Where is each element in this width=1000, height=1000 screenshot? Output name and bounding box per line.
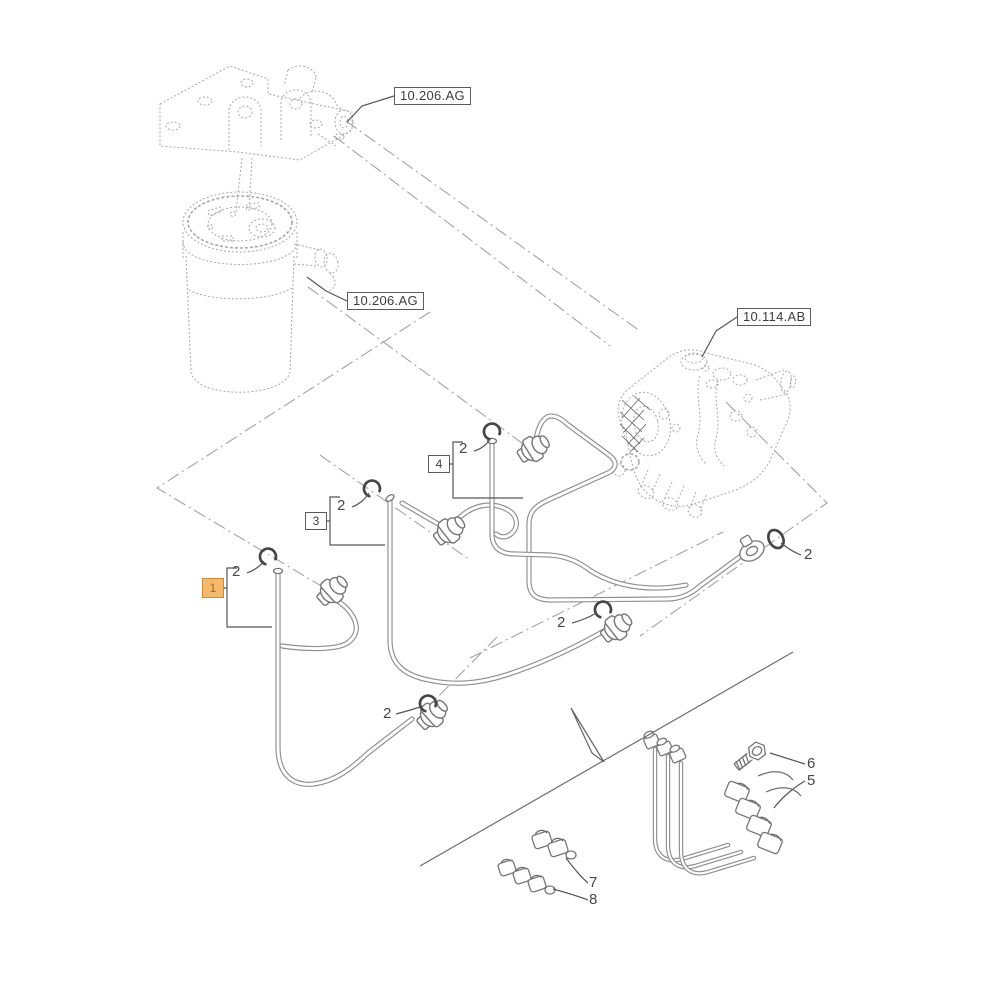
fuel-filter-phantom: [182, 191, 339, 393]
item-number-5[interactable]: 5: [807, 772, 816, 789]
fuel-pipe-1: [272, 567, 454, 787]
clamp-7: [531, 829, 577, 860]
clamp-8: [497, 858, 556, 895]
part-box-1[interactable]: 1: [202, 578, 224, 598]
o-ring: [767, 528, 785, 550]
ref-box-injection-pump[interactable]: 10.114.AB: [737, 308, 812, 326]
seal-callout-2[interactable]: 2: [337, 497, 346, 514]
item-number-8[interactable]: 8: [589, 891, 598, 908]
part-box-3[interactable]: 3: [305, 512, 327, 530]
seal-callout-2[interactable]: 2: [383, 705, 392, 722]
seal-callout-2[interactable]: 2: [804, 546, 813, 563]
seal-callout-2[interactable]: 2: [459, 440, 468, 457]
injection-pump-phantom: [612, 349, 797, 518]
direction-arrow: [419, 651, 794, 867]
seal-callout-2[interactable]: 2: [557, 614, 566, 631]
banjo-fitting: [739, 534, 765, 562]
centerlines: [155, 120, 828, 708]
seal-callout-2[interactable]: 2: [232, 563, 241, 580]
ref-box-filter-head-bracket[interactable]: 10.206.AG: [394, 87, 471, 105]
item-number-7[interactable]: 7: [589, 874, 598, 891]
part-box-4[interactable]: 4: [428, 455, 450, 473]
leader-lines: [222, 95, 806, 901]
item-number-6[interactable]: 6: [807, 755, 816, 772]
fuel-pipe-3: [385, 494, 638, 686]
fuel-pipe-4: [486, 413, 765, 603]
pipe-cluster-5: [643, 730, 802, 876]
bolt-6: [733, 741, 767, 771]
seal-clips: [256, 419, 785, 714]
ref-box-fuel-filter[interactable]: 10.206.AG: [347, 292, 424, 310]
pump-hatch: [619, 395, 651, 453]
filter-head-bracket-phantom: [159, 65, 354, 161]
